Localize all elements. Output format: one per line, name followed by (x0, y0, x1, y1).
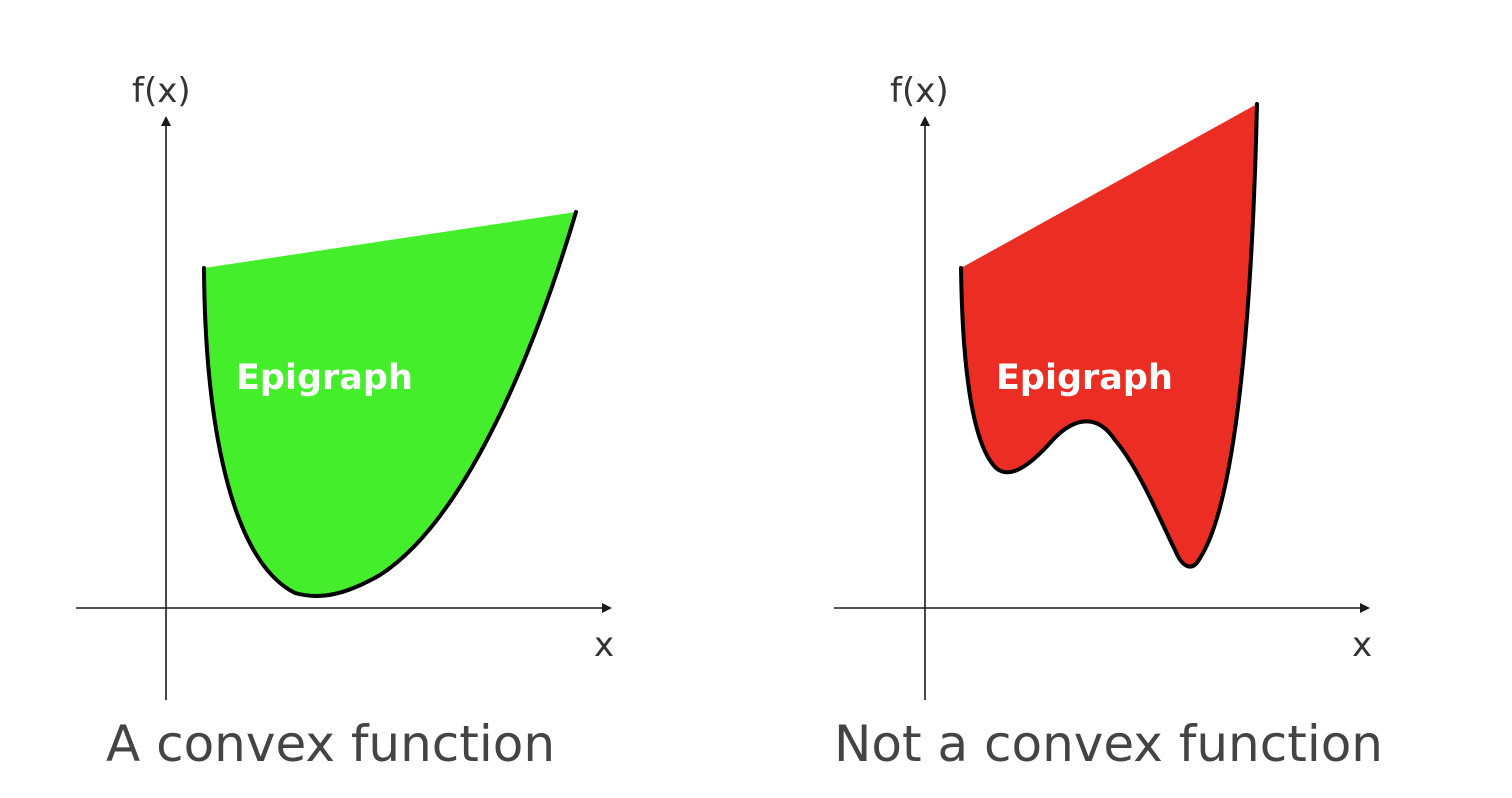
convex-y-axis-label: f(x) (132, 71, 191, 111)
non-convex-x-axis-arrow (1360, 603, 1370, 613)
non-convex-y-axis-label: f(x) (890, 71, 949, 111)
non-convex-x-axis-label: x (1352, 625, 1372, 665)
non-convex-panel: f(x) x Epigraph Not a convex function (834, 71, 1383, 773)
convex-caption: A convex function (106, 715, 555, 773)
non-convex-y-axis-arrow (920, 116, 930, 126)
convex-x-axis-label: x (594, 625, 614, 665)
non-convex-epigraph-label: Epigraph (996, 358, 1173, 398)
non-convex-caption: Not a convex function (834, 715, 1383, 773)
convex-y-axis-arrow (161, 116, 171, 126)
non-convex-epigraph-region (961, 104, 1257, 567)
convex-epigraph-label: Epigraph (236, 358, 413, 398)
convex-epigraph-region (204, 212, 576, 596)
non-convex-function-curve (959, 102, 1259, 569)
convex-panel: f(x) x Epigraph A convex function (76, 71, 614, 773)
convex-x-axis-arrow (602, 603, 612, 613)
convex-function-curve (202, 210, 578, 598)
